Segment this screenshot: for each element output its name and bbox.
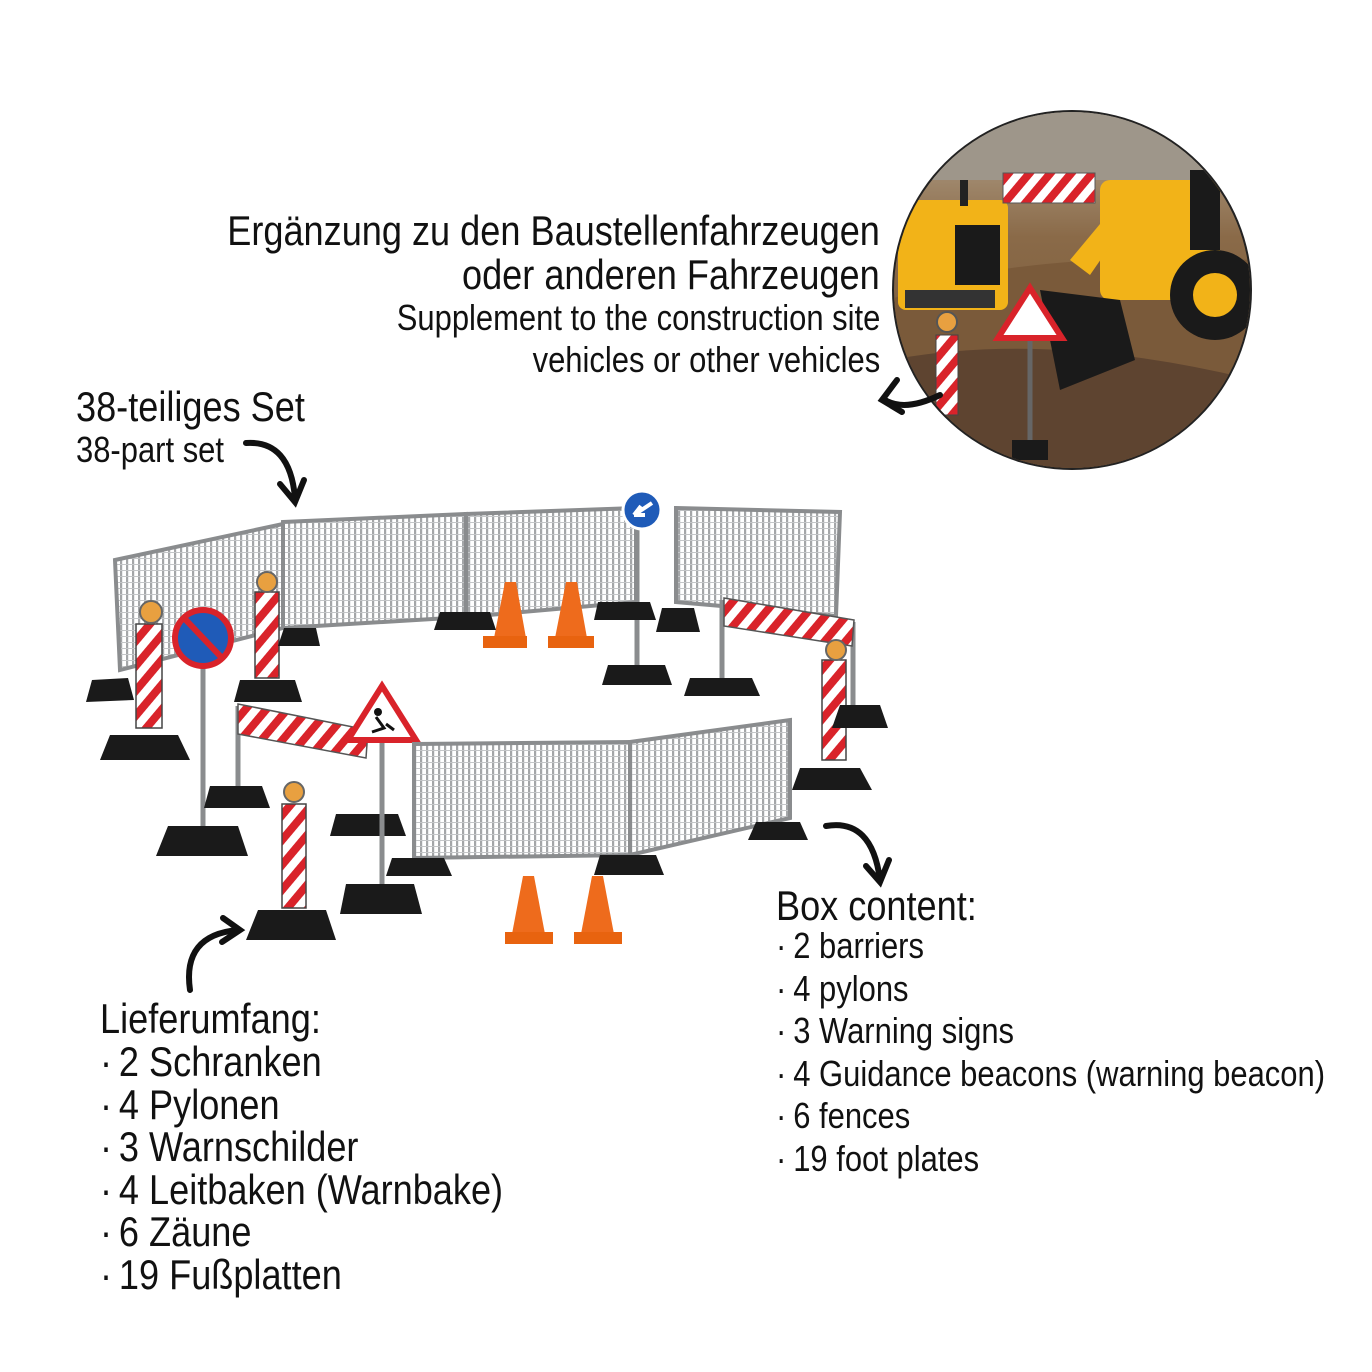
fence-back-right-icon — [464, 505, 638, 620]
wheel-loader-icon — [1040, 170, 1250, 390]
supplement-de-line2: oder anderen Fahrzeugen — [462, 251, 880, 298]
fence-back-center-icon — [281, 511, 468, 631]
supplement-en-line1: Supplement to the construction site — [396, 297, 880, 338]
list-item: ·4 Pylonen — [100, 1080, 280, 1128]
list-item: ·3 Warnschilder — [100, 1123, 359, 1170]
arrow-to-lieferumfang-icon — [186, 915, 246, 993]
beacon-right-icon — [792, 639, 888, 790]
list-item: ·6 Zäune — [100, 1208, 252, 1255]
list-item: ·4 Leitbaken (Warnbake) — [100, 1165, 504, 1213]
cone-back-2-icon — [548, 582, 594, 648]
fence-right-icon — [674, 505, 843, 619]
list-item: ·4 pylons — [776, 967, 909, 1009]
supplement-de-line1: Ergänzung zu den Baustellenfahrzeugen — [227, 207, 880, 254]
list-item: ·2 barriers — [776, 925, 924, 966]
contents-list-de: Lieferumfang: ·2 Schranken ·4 Pylonen ·3… — [100, 998, 569, 1296]
blue-direction-sign-icon — [602, 489, 672, 685]
contents-heading-en: Box content: — [776, 882, 977, 929]
arrow-to-set-icon — [243, 439, 307, 508]
set-title-en: 38-part set — [76, 429, 225, 470]
list-item: ·4 Guidance beacons (warning beacon) — [776, 1052, 1326, 1094]
supplement-en-line2: vehicles or other vehicles — [532, 339, 880, 380]
fence-front-left-icon — [386, 739, 632, 876]
beacon-left-2-icon — [234, 571, 302, 702]
list-item: ·2 Schranken — [100, 1038, 322, 1085]
cone-front-1-icon — [505, 876, 553, 944]
list-item: ·19 foot plates — [776, 1137, 980, 1179]
list-item: ·6 fences — [776, 1095, 911, 1136]
beacon-left-1-icon — [86, 600, 190, 760]
arrows — [186, 377, 943, 993]
set-title-de: 38-teiliges Set — [76, 383, 305, 430]
barrier-right-icon — [684, 597, 856, 710]
beacon-front-icon — [246, 781, 336, 940]
contents-list-en: Box content: ·2 barriers ·4 pylons ·3 Wa… — [776, 885, 1372, 1183]
fence-front-right-icon — [594, 717, 808, 875]
bulldozer-icon — [898, 180, 1008, 310]
arrow-to-box-content-icon — [823, 822, 892, 888]
cone-back-1-icon — [483, 582, 527, 648]
list-item: ·19 Fußplatten — [100, 1250, 342, 1298]
cone-front-2-icon — [574, 876, 622, 944]
inset-photo — [892, 110, 1252, 470]
list-item: ·3 Warning signs — [776, 1010, 1015, 1051]
contents-heading-de: Lieferumfang: — [100, 995, 321, 1042]
barrier-left-icon — [204, 703, 406, 836]
no-parking-sign-icon — [156, 607, 248, 856]
roadwork-warning-sign-icon — [340, 680, 422, 914]
construction-set-illustration — [86, 489, 888, 944]
arrow-to-photo-icon — [877, 377, 943, 415]
